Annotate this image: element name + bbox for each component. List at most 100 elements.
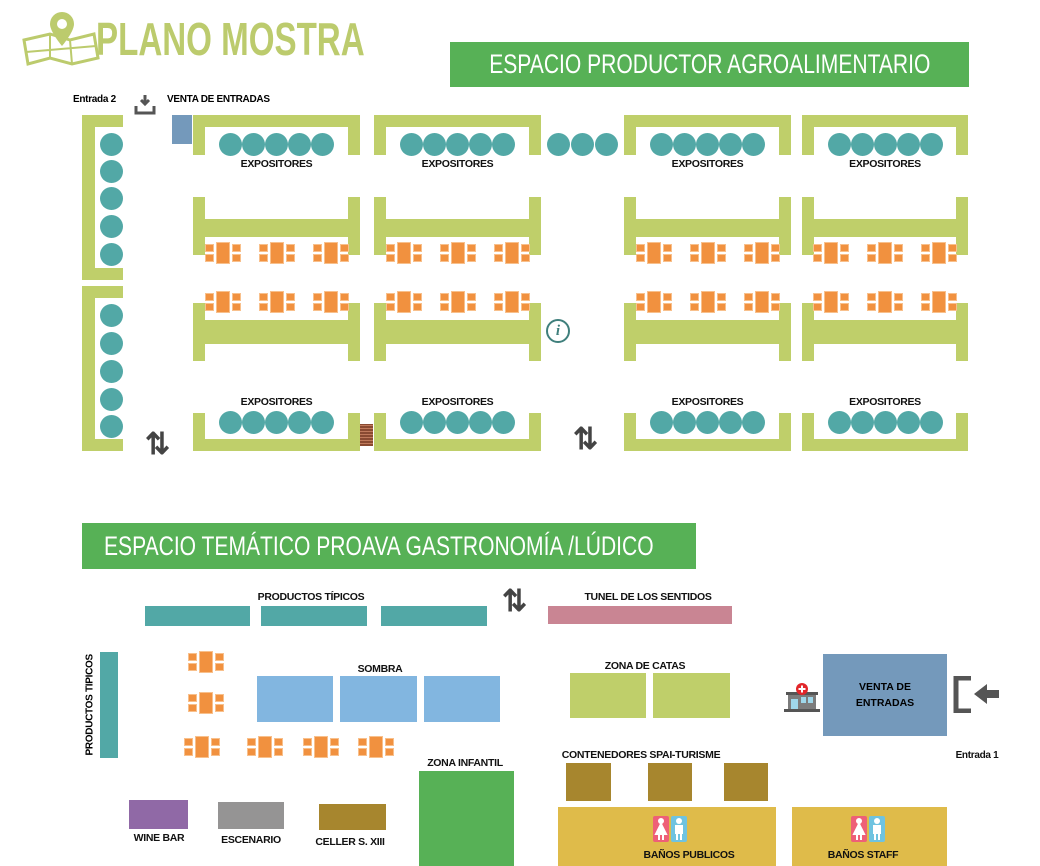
exhibitor-booth: [650, 132, 673, 156]
ticket-sales-label: VENTA DE ENTRADAS: [167, 94, 270, 105]
table-part: [439, 244, 449, 252]
exhibitor-booth: [99, 331, 123, 355]
table-icon: [813, 242, 849, 264]
table-part: [466, 303, 476, 311]
table-icon: [867, 291, 903, 313]
table-icon: [689, 291, 726, 313]
exhibitor-booth: [570, 132, 594, 156]
table-icon: [635, 242, 672, 264]
table-icon: [312, 291, 349, 313]
table-part: [358, 748, 367, 756]
cellar: [319, 804, 386, 830]
exhibitor-booth: [650, 410, 673, 434]
exhibitor-booth: [696, 132, 719, 156]
table-part: [195, 736, 209, 758]
table-part: [921, 254, 930, 262]
info-icon[interactable]: i: [546, 319, 570, 343]
table-icon: [184, 736, 220, 758]
table-icon: [921, 291, 957, 313]
exhibitor-booth: [99, 132, 123, 156]
table-icon: [385, 242, 422, 264]
shade-area: [257, 676, 333, 722]
table-part: [867, 293, 876, 301]
stand-wall: [802, 115, 814, 155]
table-part: [274, 748, 283, 756]
table-part: [247, 738, 256, 746]
typical-products-stand: [261, 606, 367, 626]
table-part: [450, 242, 465, 264]
stand-wall: [624, 320, 791, 344]
table-part: [184, 748, 193, 756]
table-icon: [312, 242, 349, 264]
table-icon: [493, 291, 530, 313]
exhibitor-booth: [850, 132, 874, 156]
table-part: [635, 244, 645, 252]
stand-wall: [956, 115, 968, 155]
table-part: [948, 303, 957, 311]
table-part: [520, 244, 530, 252]
exhibitor-booth: [242, 132, 265, 156]
table-part: [743, 244, 753, 252]
exhibitor-booth: [469, 410, 492, 434]
table-part: [269, 291, 284, 313]
table-part: [840, 254, 849, 262]
stand-wall: [82, 268, 123, 280]
table-part: [312, 303, 322, 311]
table-part: [921, 293, 930, 301]
table-part: [520, 254, 530, 262]
table-icon: [493, 242, 530, 264]
table-part: [339, 293, 349, 301]
table-icon: [188, 651, 224, 673]
table-part: [948, 244, 957, 252]
section-banner-gastro: ESPACIO TEMÁTICO PROAVA GASTRONOMÍA /LÚD…: [82, 523, 696, 569]
table-icon: [921, 242, 957, 264]
stand-wall: [82, 439, 123, 451]
table-part: [312, 293, 322, 301]
table-part: [204, 244, 214, 252]
table-part: [215, 663, 224, 671]
table-part: [466, 254, 476, 262]
table-part: [770, 244, 780, 252]
kids-zone: [419, 771, 514, 866]
table-part: [439, 303, 449, 311]
stand-wall: [624, 115, 636, 155]
stand-wall: [193, 115, 205, 155]
table-part: [385, 303, 395, 311]
table-part: [396, 242, 411, 264]
stand-wall: [82, 286, 123, 298]
table-part: [285, 303, 295, 311]
table-part: [231, 244, 241, 252]
ticket-sales-label: VENTA DE ENTRADAS: [855, 681, 915, 709]
table-part: [339, 303, 349, 311]
table-part: [743, 303, 753, 311]
stand-wall: [802, 320, 968, 344]
table-part: [339, 244, 349, 252]
table-part: [269, 242, 284, 264]
tasting-label: ZONA DE CATAS: [604, 660, 686, 672]
wine-bar: [129, 800, 188, 829]
stand-wall: [82, 115, 123, 127]
shade-area: [424, 676, 500, 722]
table-icon: [188, 692, 224, 714]
table-part: [689, 293, 699, 301]
table-icon: [258, 242, 295, 264]
table-icon: [743, 291, 780, 313]
table-icon: [743, 242, 780, 264]
entrance-1-label: Entrada 1: [955, 750, 999, 761]
table-part: [188, 704, 197, 712]
exhibitor-booth: [219, 410, 242, 434]
exhibitor-booth: [850, 410, 874, 434]
exhibitor-booth: [99, 159, 123, 183]
stand-wall: [779, 115, 791, 155]
table-part: [813, 244, 822, 252]
exhibitor-booth: [673, 410, 696, 434]
entrance-2-label: Entrada 2: [73, 94, 116, 105]
table-part: [824, 291, 838, 313]
table-icon: [204, 242, 241, 264]
table-part: [770, 293, 780, 301]
exhibitor-booth: [242, 410, 265, 434]
table-icon: [635, 291, 672, 313]
stand-wall: [624, 219, 791, 237]
exhibitor-booth: [288, 132, 311, 156]
exhibitor-booth: [719, 410, 742, 434]
